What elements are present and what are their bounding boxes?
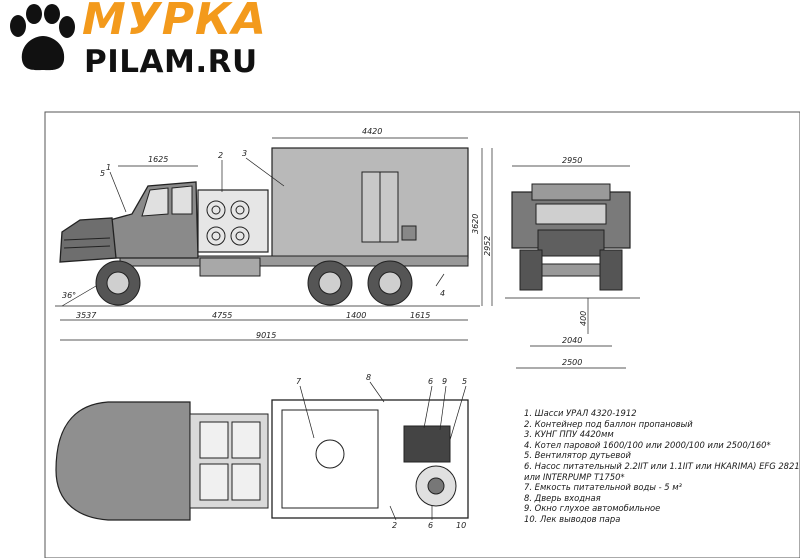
legend-item: 1. Шасси УРАЛ 4320-1912 <box>524 408 637 418</box>
spec-legend: 1. Шасси УРАЛ 4320-1912 2. Контейнер под… <box>524 408 800 525</box>
legend-item: 3. КУНГ ППУ 4420мм <box>524 429 614 440</box>
front-view-dimensions: 2950 2040 2500 400 <box>562 156 588 367</box>
legend-item: 6. Насос питательный 2.2IIT или 1.1IIT и… <box>524 460 800 471</box>
plan-callout-6a: 6 <box>428 377 433 386</box>
callout-1: 1 <box>106 163 111 172</box>
legend-item: 5. Вентилятор дутьевой <box>524 450 631 461</box>
dim-width-bottom: 2500 <box>562 358 582 367</box>
plan-view <box>55 381 469 521</box>
plan-callout-9: 9 <box>442 377 447 386</box>
dim-rear-axles: 1400 <box>346 311 366 320</box>
dim-height-a: 3620 <box>471 214 480 234</box>
side-view <box>55 137 493 341</box>
hood <box>59 217 117 263</box>
plan-cab <box>55 401 191 521</box>
front-view <box>505 165 640 369</box>
plan-view-callouts: 7 8 6 9 5 2 6 10 <box>296 373 467 530</box>
dim-front-overhang: 3537 <box>76 311 97 320</box>
drawing-frame <box>44 111 800 558</box>
dim-cab-offset: 1625 <box>148 155 168 164</box>
legend-item: 7. Емкость питательной воды - 5 м³ <box>524 482 682 493</box>
dim-overall-length: 9015 <box>256 331 276 340</box>
dim-track: 2040 <box>562 336 582 345</box>
callout-5: 5 <box>100 169 105 178</box>
plan-callout-6b: 6 <box>428 521 433 530</box>
dim-rear-overhang: 1615 <box>410 311 430 320</box>
callout-3: 3 <box>242 149 247 158</box>
dim-body-length: 4420 <box>362 127 382 136</box>
front-right-wheel <box>599 249 623 291</box>
legend-item: 9. Окно глухое автомобильное <box>524 503 661 514</box>
legend-item: 4. Котел паровой 1600/100 или 2000/100 и… <box>524 439 771 450</box>
plan-callout-2: 2 <box>392 521 397 530</box>
legend-item: 2. Контейнер под баллон пропановый <box>524 418 693 429</box>
propane-container <box>197 189 269 253</box>
dim-clearance: 400 <box>579 311 588 326</box>
legend-item: или INTERPUMP T1750* <box>524 471 625 482</box>
plan-callout-8: 8 <box>366 373 371 382</box>
dim-approach-angle: 36° <box>62 291 76 300</box>
dim-height-b: 2952 <box>483 236 492 256</box>
plan-callout-5: 5 <box>462 377 467 386</box>
dim-wheelbase: 4755 <box>212 311 232 320</box>
paw-icon <box>10 4 75 71</box>
legend-item: 8. Дверь входная <box>524 492 601 503</box>
dim-width-top: 2950 <box>562 156 582 165</box>
front-left-wheel <box>519 249 543 291</box>
plan-callout-10: 10 <box>456 521 466 530</box>
plan-boiler <box>403 425 451 463</box>
side-view-dimensions: 4420 1625 3537 4755 1400 1615 9015 3620 … <box>62 127 492 340</box>
logo-title: МУРКА <box>82 0 267 45</box>
callout-2: 2 <box>218 151 223 160</box>
legend-item: 10. Лек выводов пара <box>524 513 621 524</box>
callout-4: 4 <box>440 289 445 298</box>
logo-site: PILAM.RU <box>84 44 258 80</box>
plan-callout-7: 7 <box>296 377 302 386</box>
